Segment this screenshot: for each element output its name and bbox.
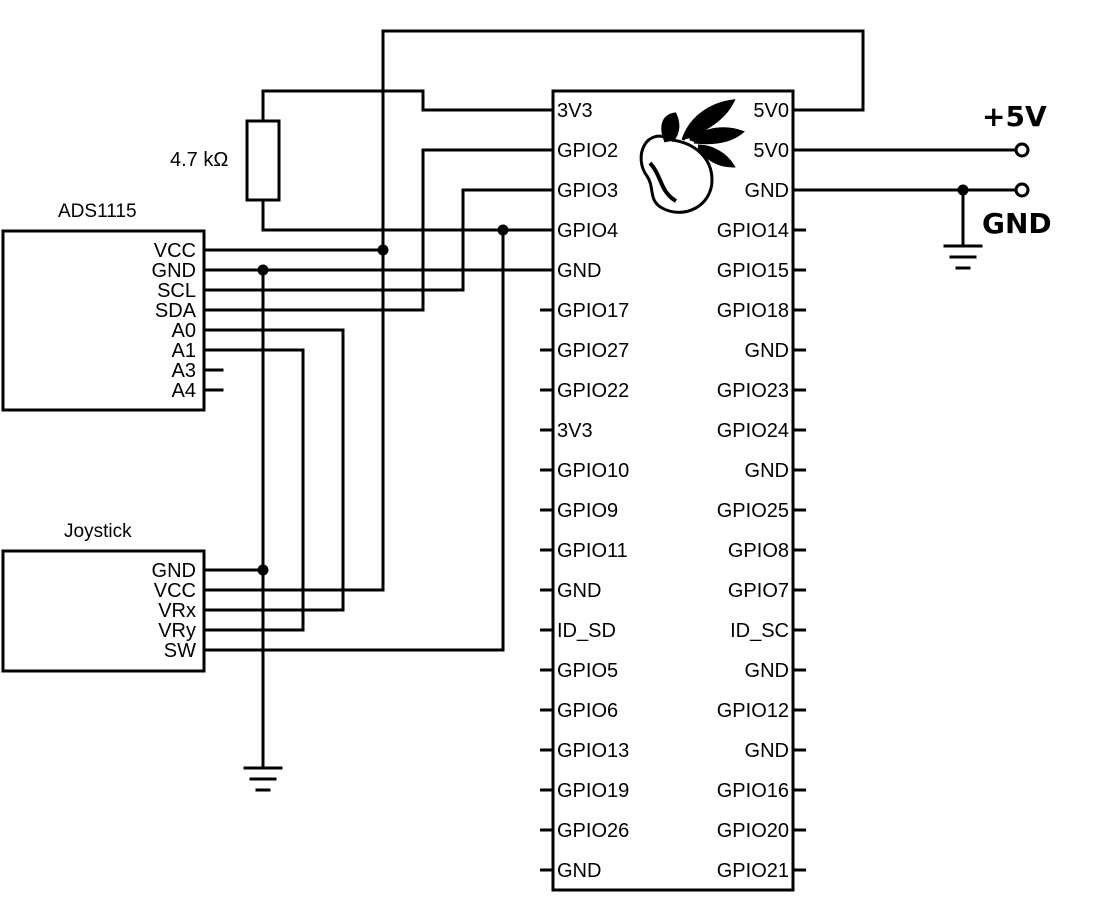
- pi-left-pin-gpio26: GPIO26: [557, 820, 629, 842]
- pi-left-pin-gpio11: GPIO11: [557, 540, 628, 562]
- pi-right-pin-gpio16: GPIO16: [717, 780, 789, 802]
- pi-left-pin-3v3: 3V3: [557, 420, 593, 442]
- pi-right-pin-gnd: GND: [745, 340, 789, 362]
- joystick-box: [1, 549, 206, 673]
- pi-left-pin-gpio2: GPIO2: [557, 140, 618, 162]
- raspberry-pi-header-box: [551, 89, 795, 892]
- joystick-title: Joystick: [64, 521, 132, 542]
- ads1115-pin-sda: SDA: [155, 300, 197, 322]
- pi-right-pin-gpio14: GPIO14: [717, 220, 789, 242]
- pi-right-pin-labels: 5V05V0GNDGPIO14GPIO15GPIO18GNDGPIO23GPIO…: [717, 100, 789, 882]
- pi-right-pin-gnd: GND: [745, 180, 789, 202]
- pi-right-pin-gpio18: GPIO18: [717, 300, 789, 322]
- wire-scl-gpio3: [202, 188, 555, 292]
- joystick-pin-vrx: VRx: [158, 600, 196, 622]
- junction-dot-icon: [957, 184, 969, 196]
- pi-right-pin-gpio20: GPIO20: [717, 820, 789, 842]
- pi-right-pin-5v0: 5V0: [753, 140, 789, 162]
- resistor-body: [245, 119, 281, 202]
- pi-right-pin-gpio23: GPIO23: [717, 380, 789, 402]
- wire-a0-vrx: [202, 328, 345, 612]
- wire-a1-vry: [202, 348, 305, 632]
- ads1115-pin-a3: A3: [172, 360, 196, 382]
- pi-left-pin-gpio10: GPIO10: [557, 460, 629, 482]
- ads1115-pin-vcc: VCC: [154, 240, 196, 262]
- pi-left-pin-gnd: GND: [557, 580, 601, 602]
- pi-left-pin-gpio22: GPIO22: [557, 380, 629, 402]
- pi-left-pin-gpio4: GPIO4: [557, 220, 618, 242]
- ads1115-pin-a1: A1: [172, 340, 196, 362]
- pi-right-pin-gpio15: GPIO15: [717, 260, 789, 282]
- ads1115-pin-a0: A0: [172, 320, 196, 342]
- wire-resistor-gpio4: [261, 198, 555, 232]
- junction-dots: [257, 184, 969, 576]
- pi-left-pin-gnd: GND: [557, 260, 601, 282]
- wire-sda-gpio2: [202, 148, 555, 312]
- pi-left-pin-gpio13: GPIO13: [557, 740, 629, 762]
- pi-left-pin-gpio6: GPIO6: [557, 700, 618, 722]
- ads1115-pin-a4: A4: [172, 380, 196, 402]
- joystick-pin-vcc: VCC: [154, 580, 196, 602]
- terminal-circle-icon: [1014, 142, 1030, 158]
- pi-left-pin-gpio3: GPIO3: [557, 180, 618, 202]
- pi-right-pin-gnd: GND: [745, 740, 789, 762]
- pi-left-pin-labels: 3V3GPIO2GPIO3GPIO4GNDGPIO17GPIO27GPIO223…: [557, 100, 629, 882]
- ads1115-pin-scl: SCL: [157, 280, 196, 302]
- pi-left-pin-gnd: GND: [557, 860, 601, 882]
- joystick-pin-gnd: GND: [152, 560, 196, 582]
- ground-symbol-icon: [943, 244, 983, 270]
- wire-3v3-resistor: [261, 89, 555, 123]
- terminal-circle-icon: [1014, 182, 1030, 198]
- junction-dot-icon: [257, 564, 269, 576]
- gnd-terminal-label: GND: [982, 207, 1052, 240]
- junction-dot-icon: [377, 244, 389, 256]
- joystick-pin-vry: VRy: [158, 620, 196, 642]
- pi-left-pin-gpio27: GPIO27: [557, 340, 629, 362]
- junction-dot-icon: [257, 264, 269, 276]
- pi-left-pin-id-sd: ID_SD: [557, 620, 616, 642]
- ads1115-box: [1, 229, 206, 412]
- pi-left-pin-gpio9: GPIO9: [557, 500, 618, 522]
- joystick-pin-sw: SW: [164, 640, 196, 662]
- pi-right-pin-id-sc: ID_SC: [730, 620, 789, 642]
- resistor-label: 4.7 kΩ: [170, 149, 228, 171]
- ads1115-title: ADS1115: [58, 201, 137, 222]
- junction-dot-icon: [497, 224, 509, 236]
- ground-symbol-icon: [243, 766, 283, 792]
- pi-right-pin-gpio12: GPIO12: [717, 700, 789, 722]
- raspberry-logo-icon: [639, 99, 745, 214]
- ads1115-pin-labels: VCC GND SCL SDA A0 A1 A3 A4: [152, 240, 197, 402]
- wire-sw-gpio4: [202, 228, 505, 652]
- pi-right-pin-gpio25: GPIO25: [717, 500, 789, 522]
- pi-right-pin-gpio21: GPIO21: [717, 860, 789, 882]
- pi-right-pin-gpio24: GPIO24: [717, 420, 789, 442]
- pi-right-pin-gnd: GND: [745, 660, 789, 682]
- pi-right-pin-5v0: 5V0: [753, 100, 789, 122]
- pi-left-pin-3v3: 3V3: [557, 100, 593, 122]
- pi-left-pin-gpio19: GPIO19: [557, 780, 629, 802]
- pi-right-pin-gpio7: GPIO7: [728, 580, 789, 602]
- pi-left-pin-gpio17: GPIO17: [557, 300, 629, 322]
- wire-5v0-vcc-rail: [202, 29, 865, 592]
- pi-left-pin-gpio5: GPIO5: [557, 660, 618, 682]
- pi-right-pin-gnd: GND: [745, 460, 789, 482]
- plus-5v-label: +5V: [982, 100, 1047, 133]
- ads1115-pin-gnd: GND: [152, 260, 196, 282]
- joystick-pin-labels: GND VCC VRx VRy SW: [152, 560, 197, 662]
- pi-pin-stubs: [540, 228, 806, 872]
- wires: [202, 29, 1018, 770]
- pi-right-pin-gpio8: GPIO8: [728, 540, 789, 562]
